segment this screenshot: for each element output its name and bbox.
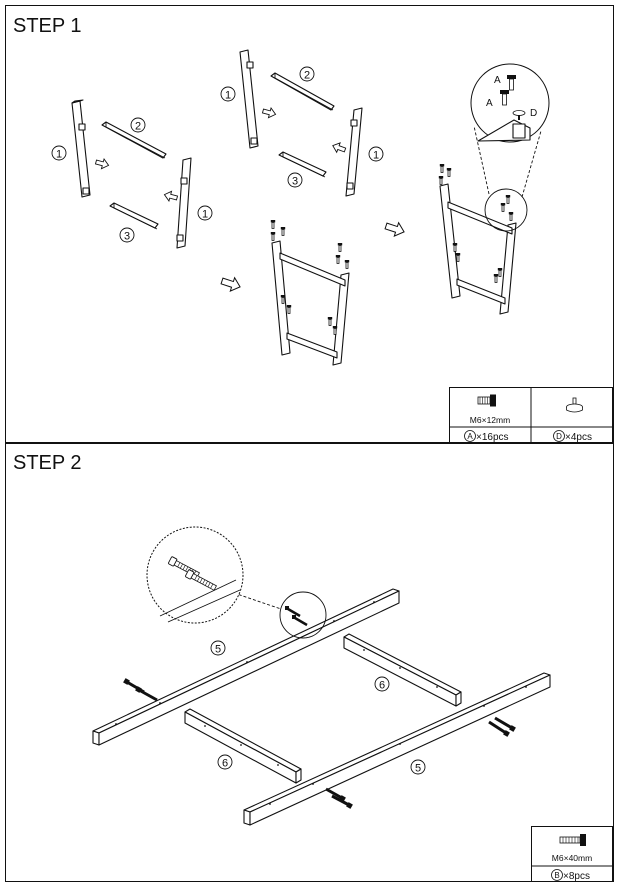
step1-panel: STEP 1 xyxy=(5,5,614,443)
part-label-leg: 1 xyxy=(225,90,231,102)
part-label-long-rail: 5 xyxy=(415,763,421,775)
arrow-icon xyxy=(261,105,278,120)
part-label-rail-long: 2 xyxy=(135,121,141,133)
detail-callout-circle xyxy=(279,591,327,639)
detail-zoom-circle xyxy=(146,526,244,624)
leg-part xyxy=(345,107,363,197)
detail-callout-circle xyxy=(484,188,528,232)
detail-label-bolt: A xyxy=(494,75,501,86)
arrow-icon xyxy=(94,156,111,171)
long-bolt xyxy=(285,606,308,627)
cross-rail-part xyxy=(343,633,462,707)
foot-code-label: D xyxy=(556,432,562,441)
bolt-qty-label: ×8pcs xyxy=(563,871,590,882)
rail-long-part xyxy=(270,72,335,111)
detail-label-foot: D xyxy=(530,108,537,119)
detail-zoom-circle xyxy=(470,63,550,143)
part-label-leg: 1 xyxy=(56,149,62,161)
step1-frame-with-bolts xyxy=(270,219,350,366)
bolt-size-label: M6×12mm xyxy=(470,415,510,425)
long-bolt xyxy=(325,787,353,809)
detail-label-bolt: A xyxy=(486,98,493,109)
rail-short-part xyxy=(278,151,327,178)
step1-title: STEP 1 xyxy=(13,15,82,37)
long-rail-part xyxy=(92,588,400,746)
arrow-icon xyxy=(330,140,348,156)
bolt-size-label: M6×40mm xyxy=(552,853,592,863)
bolt-icon xyxy=(477,394,496,407)
leveling-foot-icon xyxy=(566,397,583,413)
part-label-long-rail: 5 xyxy=(215,644,221,656)
leg-part xyxy=(71,99,91,198)
step1-group-exploded-center: 1 2 1 3 xyxy=(220,49,384,197)
long-rail-part xyxy=(243,672,551,826)
step2-hardware-table: M6×40mm B ×8pcs xyxy=(531,826,613,882)
part-label-leg: 1 xyxy=(373,150,379,162)
part-label-rail-short: 3 xyxy=(124,231,130,243)
rail-long-part xyxy=(101,121,167,159)
step1-assembled-frame: A A D xyxy=(438,63,550,315)
arrow-icon xyxy=(383,218,407,240)
long-bolt xyxy=(488,716,516,737)
bolt-code-label: B xyxy=(554,871,559,880)
long-bolt-icon xyxy=(559,834,586,846)
bolt-code-label: A xyxy=(467,432,473,441)
step2-panel: STEP 2 xyxy=(5,443,614,882)
part-label-leg: 1 xyxy=(202,209,208,221)
step1-hardware-table: M6×12mm A ×16pcs D ×4pcs xyxy=(449,387,613,443)
arrow-icon xyxy=(219,273,243,295)
step2-title: STEP 2 xyxy=(13,452,82,474)
cross-rail-part xyxy=(184,708,302,784)
bolt-qty-label: ×16pcs xyxy=(476,432,509,443)
step1-group-exploded-left: 1 2 1 3 xyxy=(51,99,213,249)
part-label-cross-rail: 6 xyxy=(379,680,385,692)
leg-part xyxy=(176,157,192,249)
part-label-rail-long: 2 xyxy=(304,70,310,82)
part-label-rail-short: 3 xyxy=(292,176,298,188)
leg-part xyxy=(239,49,259,149)
foot-qty-label: ×4pcs xyxy=(565,432,592,443)
long-bolt xyxy=(123,678,158,702)
rail-short-part xyxy=(109,202,159,230)
arrow-icon xyxy=(162,189,179,204)
part-label-cross-rail: 6 xyxy=(222,758,228,770)
